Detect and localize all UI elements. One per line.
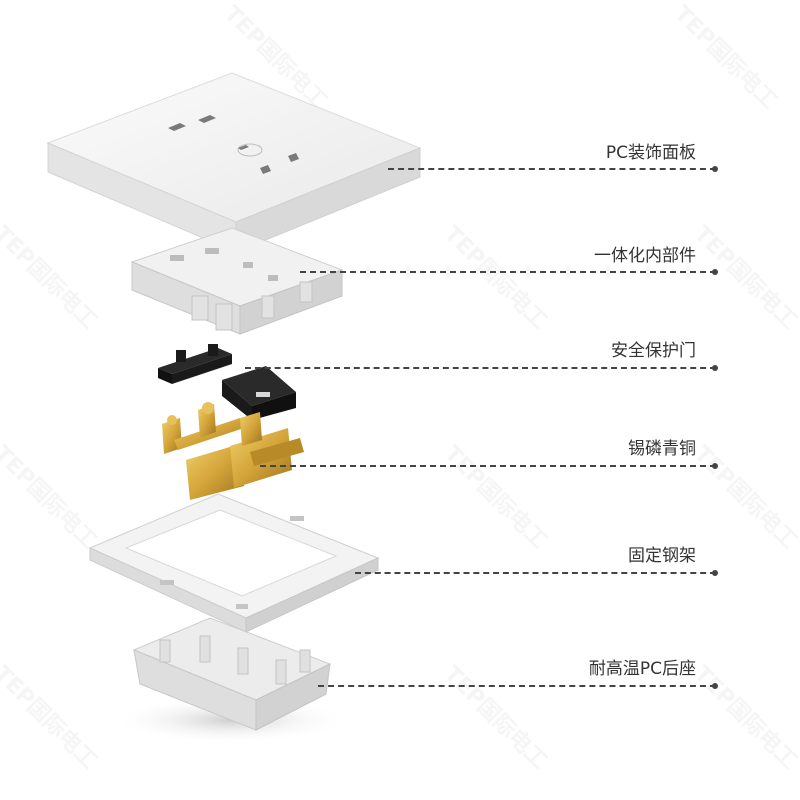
part-label-brass-contacts: 锡磷青铜	[628, 439, 696, 459]
pc-base-part	[110, 617, 350, 744]
leader-dot	[712, 463, 718, 469]
steel-frame-part	[88, 493, 380, 633]
leader-line	[260, 465, 716, 467]
leader-line	[388, 168, 716, 170]
part-label-safety-shutter: 安全保护门	[611, 341, 696, 361]
leader-dot	[712, 269, 718, 275]
leader-line	[300, 271, 716, 273]
brass-contacts-part	[162, 402, 304, 500]
leader-line	[318, 685, 716, 687]
part-label-steel-frame: 固定钢架	[628, 546, 696, 566]
part-label-pc-panel: PC装饰面板	[605, 143, 696, 163]
part-label-inner-module: 一体化内部件	[594, 246, 696, 266]
leader-line	[245, 367, 716, 369]
leader-dot	[712, 166, 718, 172]
leader-dot	[712, 683, 718, 689]
leader-dot	[712, 365, 718, 371]
leader-dot	[712, 570, 718, 576]
pc-panel-part	[46, 72, 422, 253]
inner-module-part	[130, 227, 344, 335]
leader-line	[355, 572, 716, 574]
safety-shutter-part	[158, 344, 296, 420]
part-label-pc-base: 耐高温PC后座	[588, 659, 696, 679]
